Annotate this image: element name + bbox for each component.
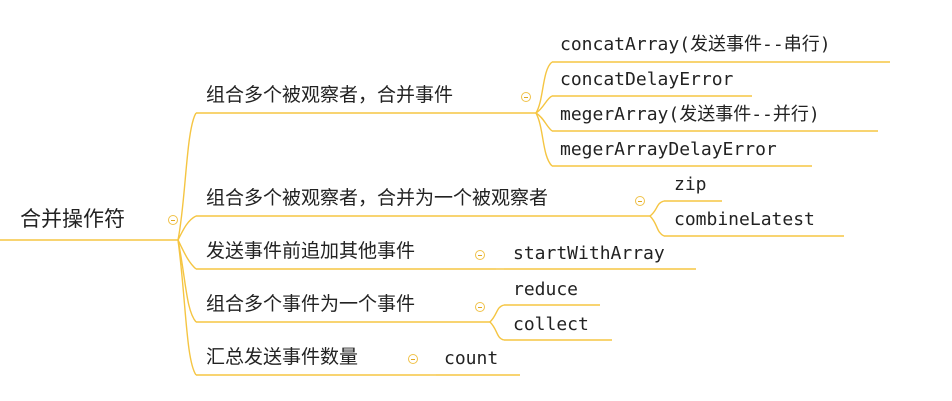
branch-topic-1[interactable]: 组合多个被观察者，合并事件 — [206, 84, 454, 106]
branch-topic-2[interactable]: 组合多个被观察者，合并为一个被观察者 — [206, 187, 549, 209]
leaf-topic-1-3[interactable]: megerArray(发送事件--并行) — [560, 104, 820, 125]
connector-root-branch-5 — [177, 239, 197, 376]
branch-3-collapse-icon[interactable] — [475, 250, 485, 260]
connector-branch-4-child-1 — [489, 304, 505, 323]
connector-branch-1-child-1 — [535, 61, 553, 114]
leaf-topic-2-2[interactable]: combineLatest — [674, 209, 815, 230]
connector-root-branch-4 — [177, 239, 197, 323]
branch-5-collapse-icon[interactable] — [408, 354, 418, 364]
branch-2-collapse-icon[interactable] — [635, 196, 645, 206]
leaf-topic-4-2[interactable]: collect — [513, 314, 589, 335]
connector-branch-1-child-4 — [535, 112, 553, 167]
leaf-topic-5-1[interactable]: count — [444, 348, 499, 369]
branch-1-collapse-icon[interactable] — [521, 92, 531, 102]
branch-topic-5[interactable]: 汇总发送事件数量 — [206, 346, 359, 368]
connector-root-branch-2 — [177, 215, 197, 241]
leaf-topic-3-1[interactable]: startWithArray — [513, 243, 665, 264]
root-topic[interactable]: 合并操作符 — [20, 207, 125, 231]
connector-branch-1-child-2 — [535, 95, 553, 114]
branch-4-collapse-icon[interactable] — [475, 302, 485, 312]
connector-branch-2-child-1 — [649, 200, 665, 217]
branch-topic-3[interactable]: 发送事件前追加其他事件 — [206, 240, 416, 262]
leaf-topic-1-2[interactable]: concatDelayError — [560, 69, 734, 90]
connector-root-branch-1 — [177, 112, 197, 241]
leaf-topic-2-1[interactable]: zip — [674, 174, 707, 195]
branch-topic-4[interactable]: 组合多个事件为一个事件 — [206, 293, 416, 315]
connector-branch-2-child-2 — [649, 215, 665, 237]
connector-branch-4-child-2 — [489, 321, 505, 341]
leaf-topic-4-1[interactable]: reduce — [513, 279, 579, 300]
root-collapse-icon[interactable] — [168, 215, 178, 225]
leaf-topic-1-1[interactable]: concatArray(发送事件--串行) — [560, 34, 831, 55]
leaf-topic-1-4[interactable]: megerArrayDelayError — [560, 139, 777, 160]
connector-branch-1-child-3 — [535, 112, 553, 132]
connector-root-branch-3 — [177, 239, 197, 270]
